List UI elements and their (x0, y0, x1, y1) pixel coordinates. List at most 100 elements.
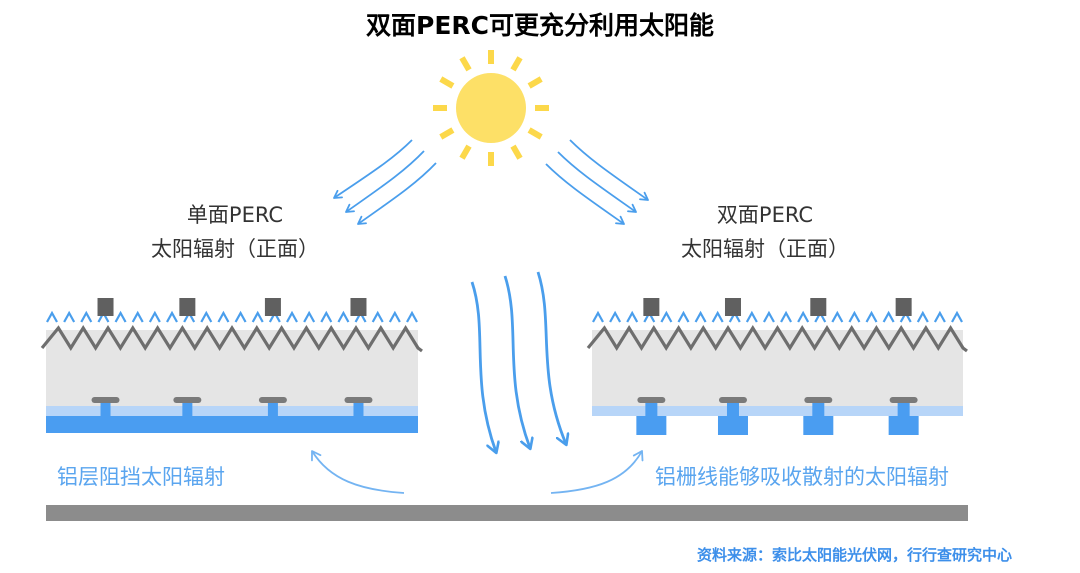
aluminum-back-layer (46, 416, 418, 433)
light-indicator (592, 310, 604, 323)
light-indicator (626, 310, 639, 323)
radiation-arrows-down (470, 271, 566, 452)
light-indicator (371, 310, 384, 323)
rear-contact-stem (182, 403, 193, 417)
front-finger (643, 298, 660, 316)
radiation-arrow (357, 162, 437, 225)
light-indicator (251, 310, 264, 323)
front-finger (895, 298, 912, 316)
light-indicator (831, 310, 844, 323)
light-indicator (745, 310, 758, 323)
rear-contact-stem (812, 403, 825, 417)
rear-contact-cap (173, 397, 202, 403)
light-indicator (797, 310, 810, 323)
light-indicator (114, 310, 127, 323)
rear-contact-stem (645, 403, 658, 417)
rear-contact-stem (897, 403, 910, 417)
radiation-arrow (557, 151, 637, 213)
silicon-body (592, 330, 963, 406)
rear-contact-cap (258, 397, 287, 403)
rear-contact-cap (804, 397, 833, 403)
sun-ray (510, 56, 523, 72)
source-note: 资料来源：索比太阳能光伏网，行行查研究中心 (696, 546, 1012, 564)
textured-surface (40, 324, 423, 353)
sun-ray (527, 76, 543, 89)
front-finger (810, 298, 827, 316)
light-indicator (694, 310, 707, 323)
radiation-arrow (569, 139, 649, 201)
sun-ray (439, 76, 455, 89)
sun-ray (459, 56, 472, 72)
light-indicator (609, 310, 622, 323)
radiation-arrow (333, 139, 413, 199)
sun-core (456, 73, 526, 143)
radiation-arrow (545, 163, 625, 225)
sun-ray (459, 144, 472, 160)
front-finger (350, 298, 367, 316)
silicon-body (46, 330, 418, 406)
monofacial-perc-cell (40, 298, 423, 433)
rear-contact-cap (91, 397, 120, 403)
light-indicator (63, 310, 76, 323)
light-indicator (320, 310, 333, 323)
bifacial-subtitle: 太阳辐射（正面） (681, 237, 849, 261)
rear-contact-cap (344, 397, 373, 403)
bifacial-label: 双面PERC (716, 203, 814, 227)
radiation-arrow (536, 271, 566, 444)
light-indicator (217, 310, 230, 323)
scattered-arrows (311, 450, 644, 494)
light-indicator (660, 310, 673, 323)
light-indicator (882, 310, 895, 323)
light-indicator (388, 310, 401, 323)
radiation-arrow (470, 281, 496, 452)
light-indicator (677, 310, 690, 323)
light-indicator (166, 310, 178, 323)
radiation-arrows-right (545, 139, 649, 225)
rear-contact-stem (100, 403, 111, 417)
light-indicator (916, 310, 929, 323)
front-finger (264, 298, 281, 316)
bifacial-perc-cell (586, 298, 968, 435)
rear-contact-cap (718, 397, 747, 403)
light-indicator (80, 310, 93, 323)
aluminum-grid-line (717, 416, 748, 435)
light-indicator (780, 310, 793, 323)
rear-contact-stem (353, 403, 364, 417)
ground-surface (46, 505, 968, 521)
sun-ray (510, 144, 523, 160)
rear-contact-stem (726, 403, 739, 417)
light-indicator (933, 310, 946, 323)
sun-icon (433, 50, 549, 166)
monofacial-label: 单面PERC (186, 203, 284, 227)
light-indicator (406, 310, 418, 323)
light-indicator (303, 310, 316, 323)
bifacial-caption: 铝栅线能够吸收散射的太阳辐射 (655, 465, 949, 489)
rear-contact-cap (637, 397, 666, 403)
light-indicator (148, 310, 161, 323)
monofacial-caption: 铝层阻挡太阳辐射 (57, 465, 225, 489)
rear-contact-stem (267, 403, 278, 417)
light-indicator (286, 310, 298, 323)
light-indicator (951, 310, 963, 323)
passivation-layer (46, 406, 418, 416)
light-indicator (234, 310, 247, 323)
light-indicator (711, 310, 724, 323)
light-indicator (200, 310, 213, 323)
front-finger (97, 298, 114, 316)
passivation-layer (592, 406, 963, 416)
rear-contact-cap (889, 397, 918, 403)
textured-surface (586, 324, 968, 353)
light-indicator (131, 310, 144, 323)
light-indicator (762, 310, 775, 323)
scattered-arrow-left (311, 450, 405, 494)
front-finger (179, 298, 196, 316)
sun-ray (527, 127, 543, 140)
light-indicator (848, 310, 861, 323)
aluminum-grid-line (803, 416, 834, 435)
radiation-arrows-left (333, 139, 437, 225)
front-finger (724, 298, 741, 316)
diagram-title: 双面PERC可更充分利用太阳能 (366, 11, 714, 40)
scattered-arrow-right (550, 450, 644, 494)
